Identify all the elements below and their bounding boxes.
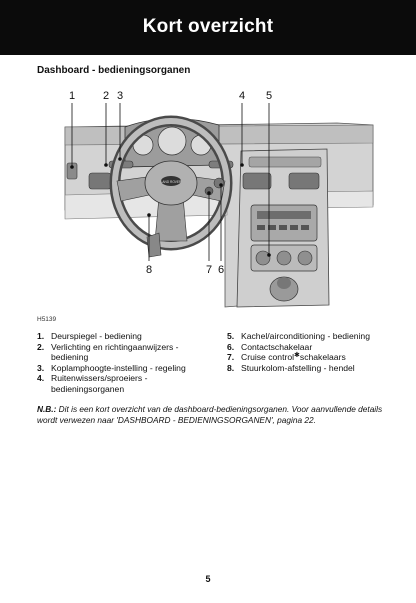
legend-text: Kachel/airconditioning - bediening <box>241 331 370 341</box>
legend-text-after: schakelaars <box>299 352 346 363</box>
dashboard-illustration: LAND ROVER 1 2 3 4 5 6 7 8 <box>37 85 383 325</box>
note-text: Dit is een kort overzicht van de dashboa… <box>37 404 383 426</box>
legend-text: Deurspiegel - bediening <box>51 331 142 341</box>
legend-text: Contactschakelaar <box>241 341 313 352</box>
callout-2: 2 <box>103 90 109 102</box>
legend-number: 7. <box>227 352 235 363</box>
note-label: N.B.: <box>37 404 57 414</box>
legend-text: Ruitenwissers/sproeiers - bedieningsorga… <box>51 373 148 394</box>
legend-item: 1. Deurspiegel - bediening <box>37 331 217 342</box>
legend-number: 6. <box>227 341 235 352</box>
callout-3: 3 <box>117 90 123 102</box>
legend-text: Koplamphoogte-instelling - regeling <box>51 362 186 373</box>
callout-8: 8 <box>146 264 152 276</box>
legend-item: 7. Cruise control✱schakelaars <box>227 352 387 363</box>
legend-number: 8. <box>227 362 235 373</box>
legend-item: 6. Contactschakelaar <box>227 342 387 353</box>
page-number: 5 <box>205 574 211 584</box>
legend-item: 4. Ruitenwissers/sproeiers - bedieningso… <box>37 373 217 394</box>
callout-4: 4 <box>239 90 245 102</box>
optional-feature-marker-icon: ✱ <box>294 352 300 360</box>
legend-text: Verlichting en richtingaanwijzers - bedi… <box>51 341 179 363</box>
callout-5: 5 <box>266 90 272 102</box>
legend-right: 5. Kachel/airconditioning - bediening 6.… <box>227 331 387 373</box>
legend-number: 3. <box>37 362 45 373</box>
page-header: Kort overzicht <box>0 0 416 55</box>
callout-7: 7 <box>206 264 212 276</box>
page-title: Kort overzicht <box>142 16 274 37</box>
note-paragraph: N.B.: Dit is een kort overzicht van de d… <box>37 404 385 426</box>
legend-left: 1. Deurspiegel - bediening 2. Verlichtin… <box>37 331 217 395</box>
legend-number: 5. <box>227 331 235 341</box>
section-title: Dashboard - bedieningsorganen <box>37 65 191 76</box>
legend-text-before: Cruise control <box>241 352 295 363</box>
legend-number: 1. <box>37 331 45 341</box>
callout-1: 1 <box>69 90 75 102</box>
legend-item: 8. Stuurkolom-afstelling - hendel <box>227 363 387 374</box>
legend-number: 2. <box>37 341 45 352</box>
figure-code: H5139 <box>37 316 57 323</box>
badge-text: LAND ROVER <box>161 180 182 184</box>
legend-text: Cruise control✱schakelaars <box>241 352 387 363</box>
legend-item: 3. Koplamphoogte-instelling - regeling <box>37 363 217 374</box>
legend-item: 2. Verlichting en richtingaanwijzers - b… <box>37 342 217 363</box>
legend-number: 4. <box>37 373 45 384</box>
legend-text: Stuurkolom-afstelling - hendel <box>241 362 355 373</box>
callout-6: 6 <box>218 264 224 276</box>
legend-item: 5. Kachel/airconditioning - bediening <box>227 331 387 342</box>
